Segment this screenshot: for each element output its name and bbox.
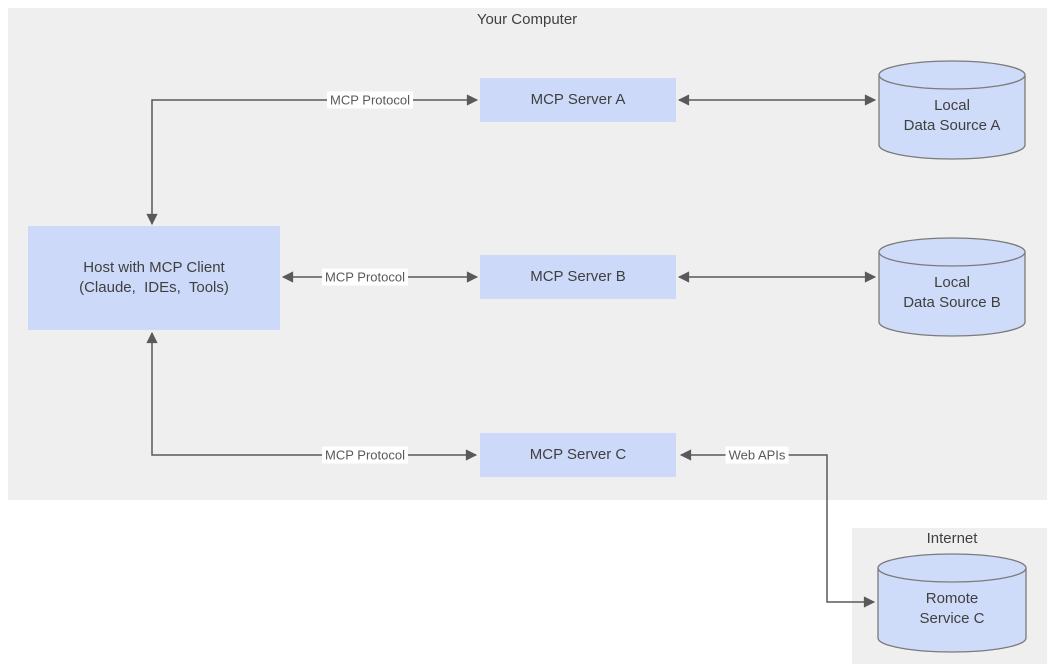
remote-service-c-line2: Service C bbox=[919, 610, 985, 628]
cylinder-icon bbox=[878, 60, 1026, 160]
edge-label-mcp-protocol-c: MCP Protocol bbox=[322, 446, 408, 464]
data-source-b-line1: Local bbox=[934, 274, 970, 291]
mcp-server-b-label: MCP Server B bbox=[530, 267, 626, 285]
data-source-a-line2: Data Source A bbox=[903, 117, 1001, 135]
internet-title: Internet bbox=[926, 530, 978, 547]
data-source-b-line2: Data Source B bbox=[903, 294, 1001, 312]
host-node: Host with MCP Client (Claude, IDEs, Tool… bbox=[28, 226, 280, 330]
remote-service-c-cylinder: Romote Service C bbox=[877, 553, 1027, 655]
remote-service-c-line1: Romote bbox=[925, 590, 979, 607]
host-label-line1: Host with MCP Client bbox=[83, 258, 225, 276]
edge-label-mcp-protocol-b: MCP Protocol bbox=[322, 268, 408, 286]
edge-label-web-apis: Web APIs bbox=[725, 446, 789, 464]
mcp-server-c-node: MCP Server C bbox=[480, 433, 676, 477]
cylinder-icon bbox=[878, 237, 1026, 337]
host-label-line2: (Claude, IDEs, Tools) bbox=[79, 279, 229, 296]
mcp-server-a-label: MCP Server A bbox=[530, 90, 626, 108]
edge-label-mcp-protocol-a: MCP Protocol bbox=[327, 91, 413, 109]
local-data-source-a-cylinder: Local Data Source A bbox=[878, 60, 1026, 162]
your-computer-title: Your Computer bbox=[476, 11, 578, 28]
data-source-a-line1: Local bbox=[934, 97, 970, 114]
cylinder-icon bbox=[877, 553, 1027, 653]
mcp-server-b-node: MCP Server B bbox=[480, 255, 676, 299]
mcp-server-c-label: MCP Server C bbox=[529, 445, 627, 463]
local-data-source-b-cylinder: Local Data Source B bbox=[878, 237, 1026, 339]
mcp-server-a-node: MCP Server A bbox=[480, 78, 676, 122]
